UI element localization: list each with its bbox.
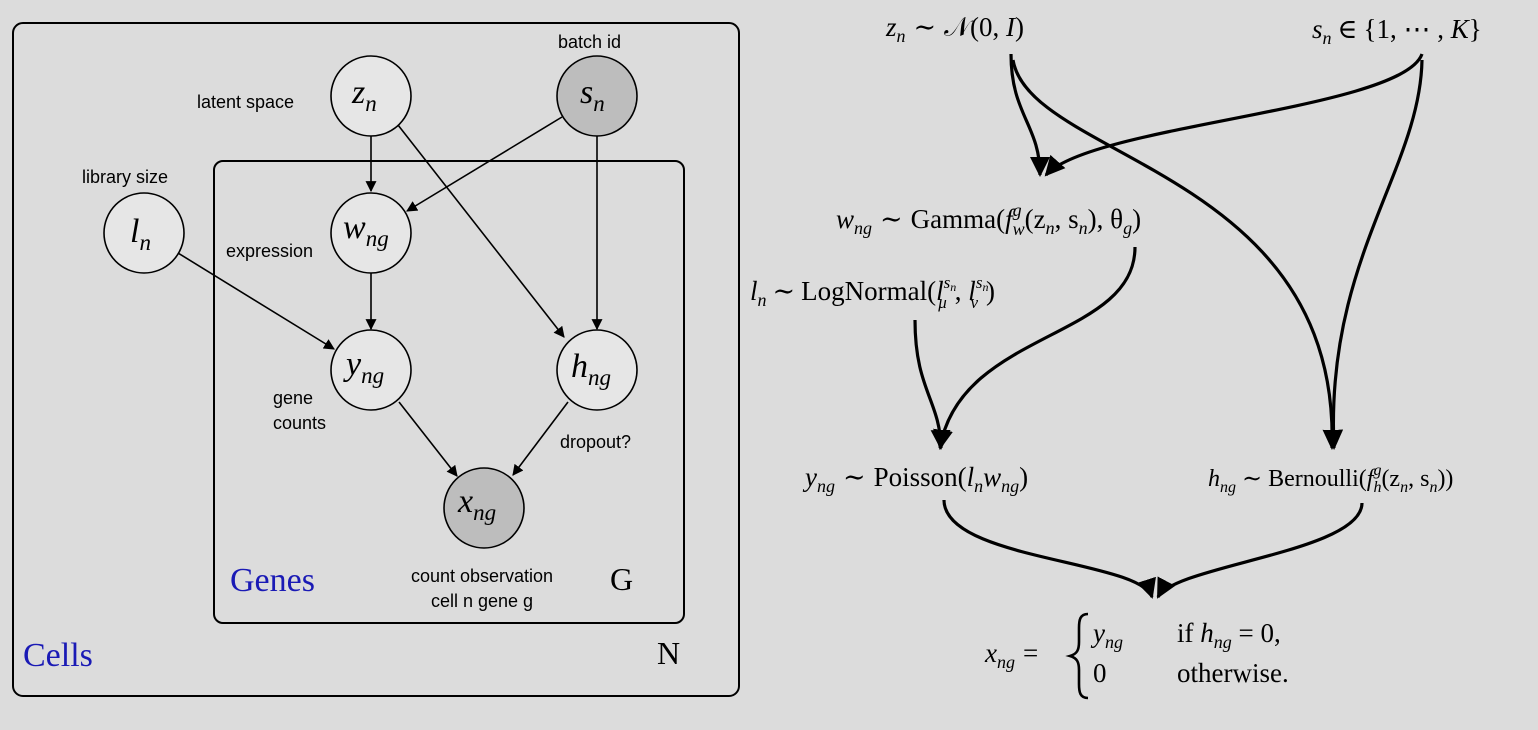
- eq-y-def: yng∼Poisson(lnwng): [802, 462, 1028, 496]
- plate-genes-index: G: [610, 561, 633, 597]
- label-counts: counts: [273, 413, 326, 433]
- graph-edges: [177, 116, 603, 477]
- svg-text:hng: hng: [571, 348, 611, 390]
- label-gene: gene: [273, 388, 313, 408]
- svg-text:wng: wng: [343, 209, 389, 251]
- node-x: xng: [443, 467, 525, 549]
- label-latent-space: latent space: [197, 92, 294, 112]
- node-l: ln: [103, 192, 185, 274]
- arrow-z-h: [1011, 59, 1343, 450]
- eq-s-def: sn∈{1, ⋯ , K}: [1312, 14, 1482, 48]
- plate-genes-label: Genes: [230, 562, 315, 599]
- svg-text:yng: yng: [1090, 618, 1123, 652]
- svg-text:yng: yng: [343, 346, 384, 388]
- arrow-s-w: [1044, 53, 1424, 177]
- node-y: yng: [330, 329, 412, 411]
- label-batch-id: batch id: [558, 32, 621, 52]
- node-h: hng: [556, 329, 638, 411]
- brace: [1065, 612, 1089, 700]
- edge-h-x: [512, 401, 569, 476]
- process-arrows: [913, 53, 1424, 599]
- label-dropout: dropout?: [560, 432, 631, 452]
- plate-cells-index: N: [657, 635, 680, 671]
- label-expression: expression: [226, 241, 313, 261]
- arrow-h-x: [1156, 502, 1364, 599]
- plate-labels: Cells N Genes G: [23, 561, 680, 674]
- arrow-w-y: [933, 246, 1137, 450]
- svg-text:sn: sn: [580, 74, 605, 116]
- label-cell-gene: cell n gene g: [431, 591, 533, 611]
- edge-z-h: [397, 124, 565, 338]
- svg-text:ln: ln: [130, 213, 151, 255]
- arrow-y-x: [942, 499, 1156, 599]
- edge-s-w: [406, 116, 563, 212]
- svg-text:xng=: xng=: [984, 638, 1038, 672]
- plate-cells-label: Cells: [23, 637, 93, 674]
- node-s: sn: [556, 55, 638, 137]
- arrow-s-h: [1323, 59, 1424, 450]
- plate-cells: [12, 22, 740, 697]
- arrow-l-y: [913, 319, 951, 450]
- edge-y-x: [398, 401, 458, 477]
- arrow-z-w: [1009, 53, 1050, 177]
- node-z: zn: [330, 55, 412, 137]
- node-annotations: batch id latent space library size expre…: [82, 32, 631, 611]
- node-w: wng: [330, 192, 412, 274]
- edge-l-y: [177, 252, 335, 350]
- label-count-observation: count observation: [411, 566, 553, 586]
- svg-text:zn: zn: [351, 74, 377, 116]
- plate-genes: [213, 160, 685, 624]
- svg-text:if hng = 0,: if hng = 0,: [1177, 618, 1281, 652]
- eq-x-def: xng= yng if hng = 0, 0 otherwise.: [984, 612, 1289, 700]
- svg-text:0: 0: [1093, 658, 1107, 688]
- label-library-size: library size: [82, 167, 168, 187]
- eq-z-prior: zn∼𝒩(0, I): [885, 12, 1024, 46]
- graphical-model: zn sn ln wng yng hng xng batch id: [12, 22, 740, 697]
- svg-text:otherwise.: otherwise.: [1177, 658, 1289, 688]
- svg-text:xng: xng: [457, 483, 496, 525]
